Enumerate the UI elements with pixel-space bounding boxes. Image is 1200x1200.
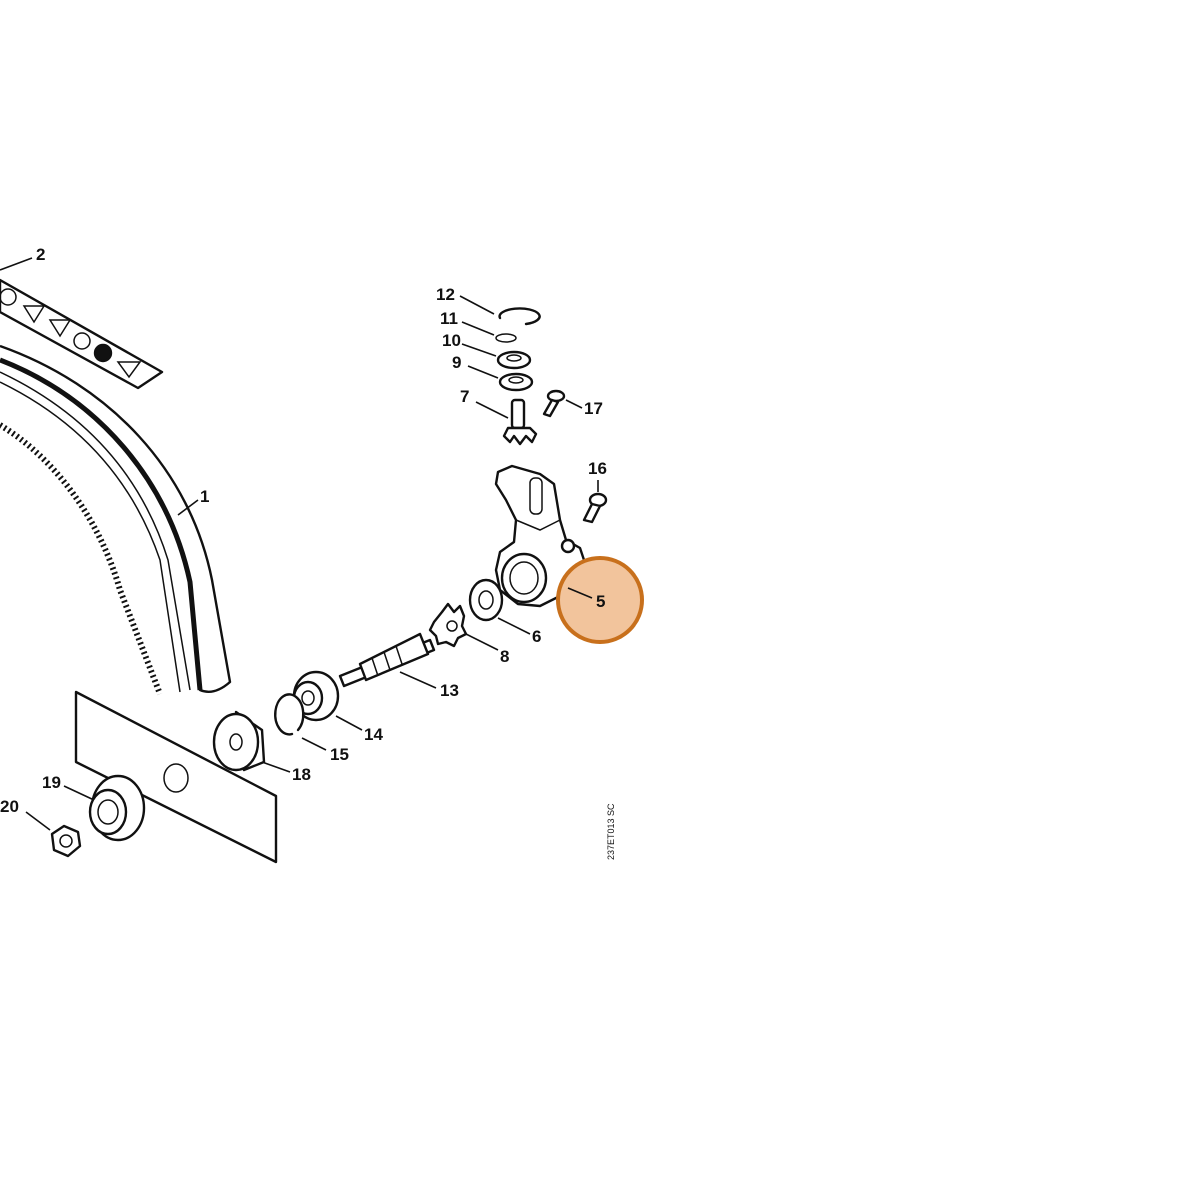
- label-1: 1: [200, 487, 209, 506]
- part-14-bearing[interactable]: 14: [292, 670, 383, 744]
- highlight-circle: [556, 556, 644, 644]
- label-20: 20: [0, 797, 19, 816]
- label-18: 18: [292, 765, 311, 784]
- blade-plate[interactable]: [74, 690, 278, 864]
- part-7-bevel-pinion[interactable]: 7: [460, 387, 538, 446]
- part-11-retaining-ring[interactable]: 11: [440, 309, 517, 343]
- label-12: 12: [436, 285, 455, 304]
- diagram-code: 237ET013 SC: [606, 803, 616, 860]
- label-11: 11: [440, 309, 458, 328]
- label-15: 15: [330, 745, 349, 764]
- part-20-nut[interactable]: 20: [0, 797, 82, 858]
- part-12-circlip[interactable]: 12: [436, 285, 541, 326]
- part-19-thrust-washer[interactable]: 19: [42, 773, 146, 842]
- label-7: 7: [460, 387, 469, 406]
- part-6-bearing[interactable]: 6: [468, 578, 541, 646]
- part-2-warning-label[interactable]: 2: [0, 245, 164, 390]
- label-10: 10: [442, 331, 461, 350]
- label-13: 13: [440, 681, 459, 700]
- label-2: 2: [36, 245, 45, 264]
- part-1-drive-tube[interactable]: 1: [0, 344, 232, 696]
- part-9-bearing[interactable]: 9: [452, 353, 534, 392]
- label-17: 17: [584, 399, 603, 418]
- part-13-output-shaft[interactable]: 13: [338, 632, 459, 700]
- part-16-screw[interactable]: 16: [582, 459, 608, 524]
- part-15-snap-ring[interactable]: 15: [274, 693, 349, 764]
- label-19: 19: [42, 773, 61, 792]
- part-18-thrust-plate[interactable]: 18: [212, 710, 311, 784]
- label-8: 8: [500, 647, 509, 666]
- part-17-screw[interactable]: 17: [542, 389, 603, 418]
- label-16: 16: [588, 459, 607, 478]
- label-5: 5: [596, 592, 605, 611]
- label-6: 6: [532, 627, 541, 646]
- part-5-gear-housing[interactable]: [494, 464, 586, 608]
- part-10-bearing[interactable]: 10: [442, 331, 532, 370]
- label-9: 9: [452, 353, 461, 372]
- label-14: 14: [364, 725, 383, 744]
- part-8-bevel-gear[interactable]: 8: [428, 602, 509, 666]
